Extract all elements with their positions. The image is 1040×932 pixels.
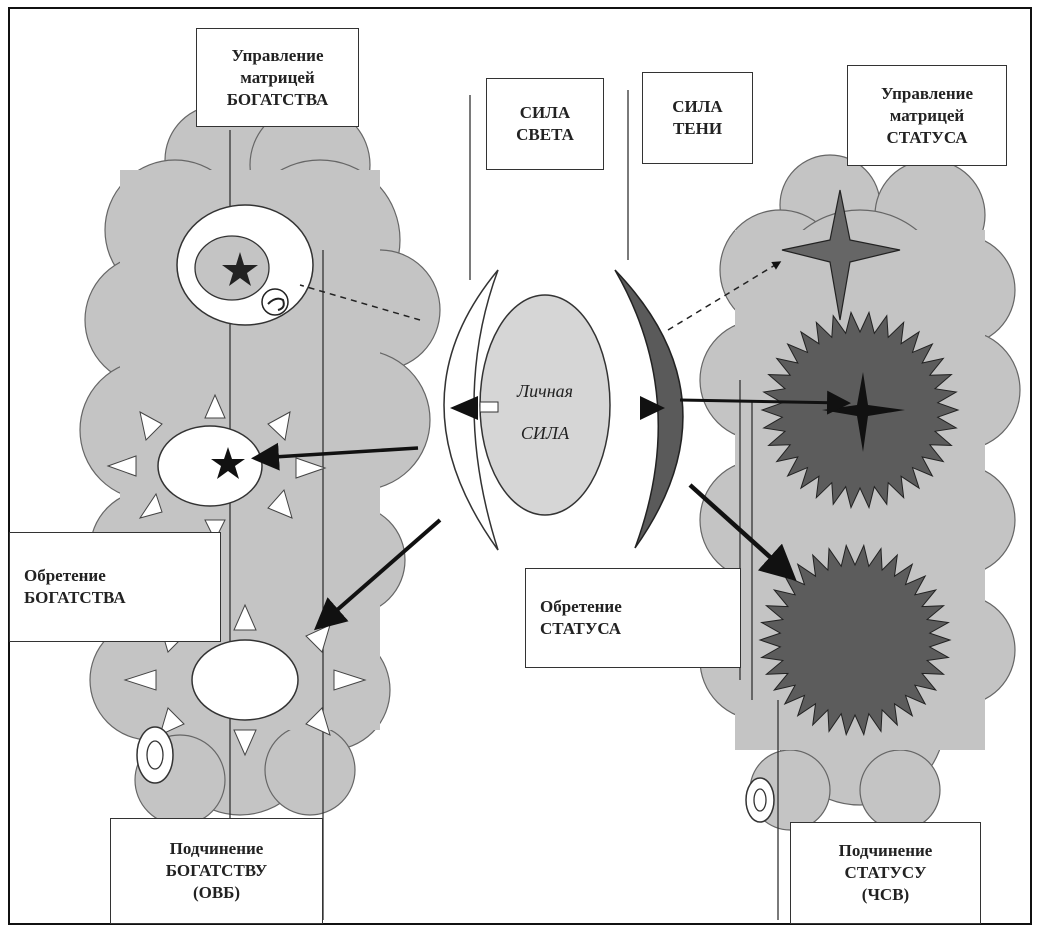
shadow-power-line-2: ТЕНИ [673,118,722,140]
light-power-label: СИЛА СВЕТА [486,78,604,170]
shadow-power-label: СИЛА ТЕНИ [642,72,753,164]
personal-power-line-1: Личная [495,370,595,412]
status-control-line-3: СТАТУСА [886,127,967,149]
wealth-control-line-2: матрицей [240,67,314,89]
wealth-control-line-3: БОГАТСТВА [227,89,329,111]
status-submission-line-2: СТАТУСУ [845,862,927,884]
wealth-gain-line-2: БОГАТСТВА [24,587,126,609]
personal-power-label: Личная СИЛА [495,370,595,454]
shadow-power-line-1: СИЛА [672,96,722,118]
status-gain-line-2: СТАТУСА [540,618,621,640]
wealth-submission-core [192,640,298,720]
wealth-gain-line-1: Обретение [24,565,106,587]
status-control-line-2: матрицей [890,105,964,127]
personal-power-line-2: СИЛА [495,412,595,454]
wealth-submission-label: Подчинение БОГАТСТВУ (ОВБ) [110,818,323,924]
status-submission-label: Подчинение СТАТУСУ (ЧСВ) [790,822,981,924]
light-power-line-2: СВЕТА [516,124,574,146]
wealth-submission-line-1: Подчинение [170,838,264,860]
light-power-line-1: СИЛА [520,102,570,124]
status-gain-label: Обретение СТАТУСА [525,568,741,668]
status-gain-line-1: Обретение [540,596,622,618]
left-ring-icon [137,727,173,783]
status-control-line-1: Управление [881,83,973,105]
wealth-control-label: Управление матрицей БОГАТСТВА [196,28,359,127]
status-control-label: Управление матрицей СТАТУСА [847,65,1007,166]
wealth-submission-line-2: БОГАТСТВУ [166,860,268,882]
wealth-submission-line-3: (ОВБ) [193,882,240,904]
wealth-gain-core [158,426,262,506]
right-ring-icon [746,778,774,822]
wealth-gain-label: Обретение БОГАТСТВА [9,532,221,642]
status-submission-line-3: (ЧСВ) [862,884,909,906]
wealth-control-line-1: Управление [231,45,323,67]
status-submission-line-1: Подчинение [839,840,933,862]
